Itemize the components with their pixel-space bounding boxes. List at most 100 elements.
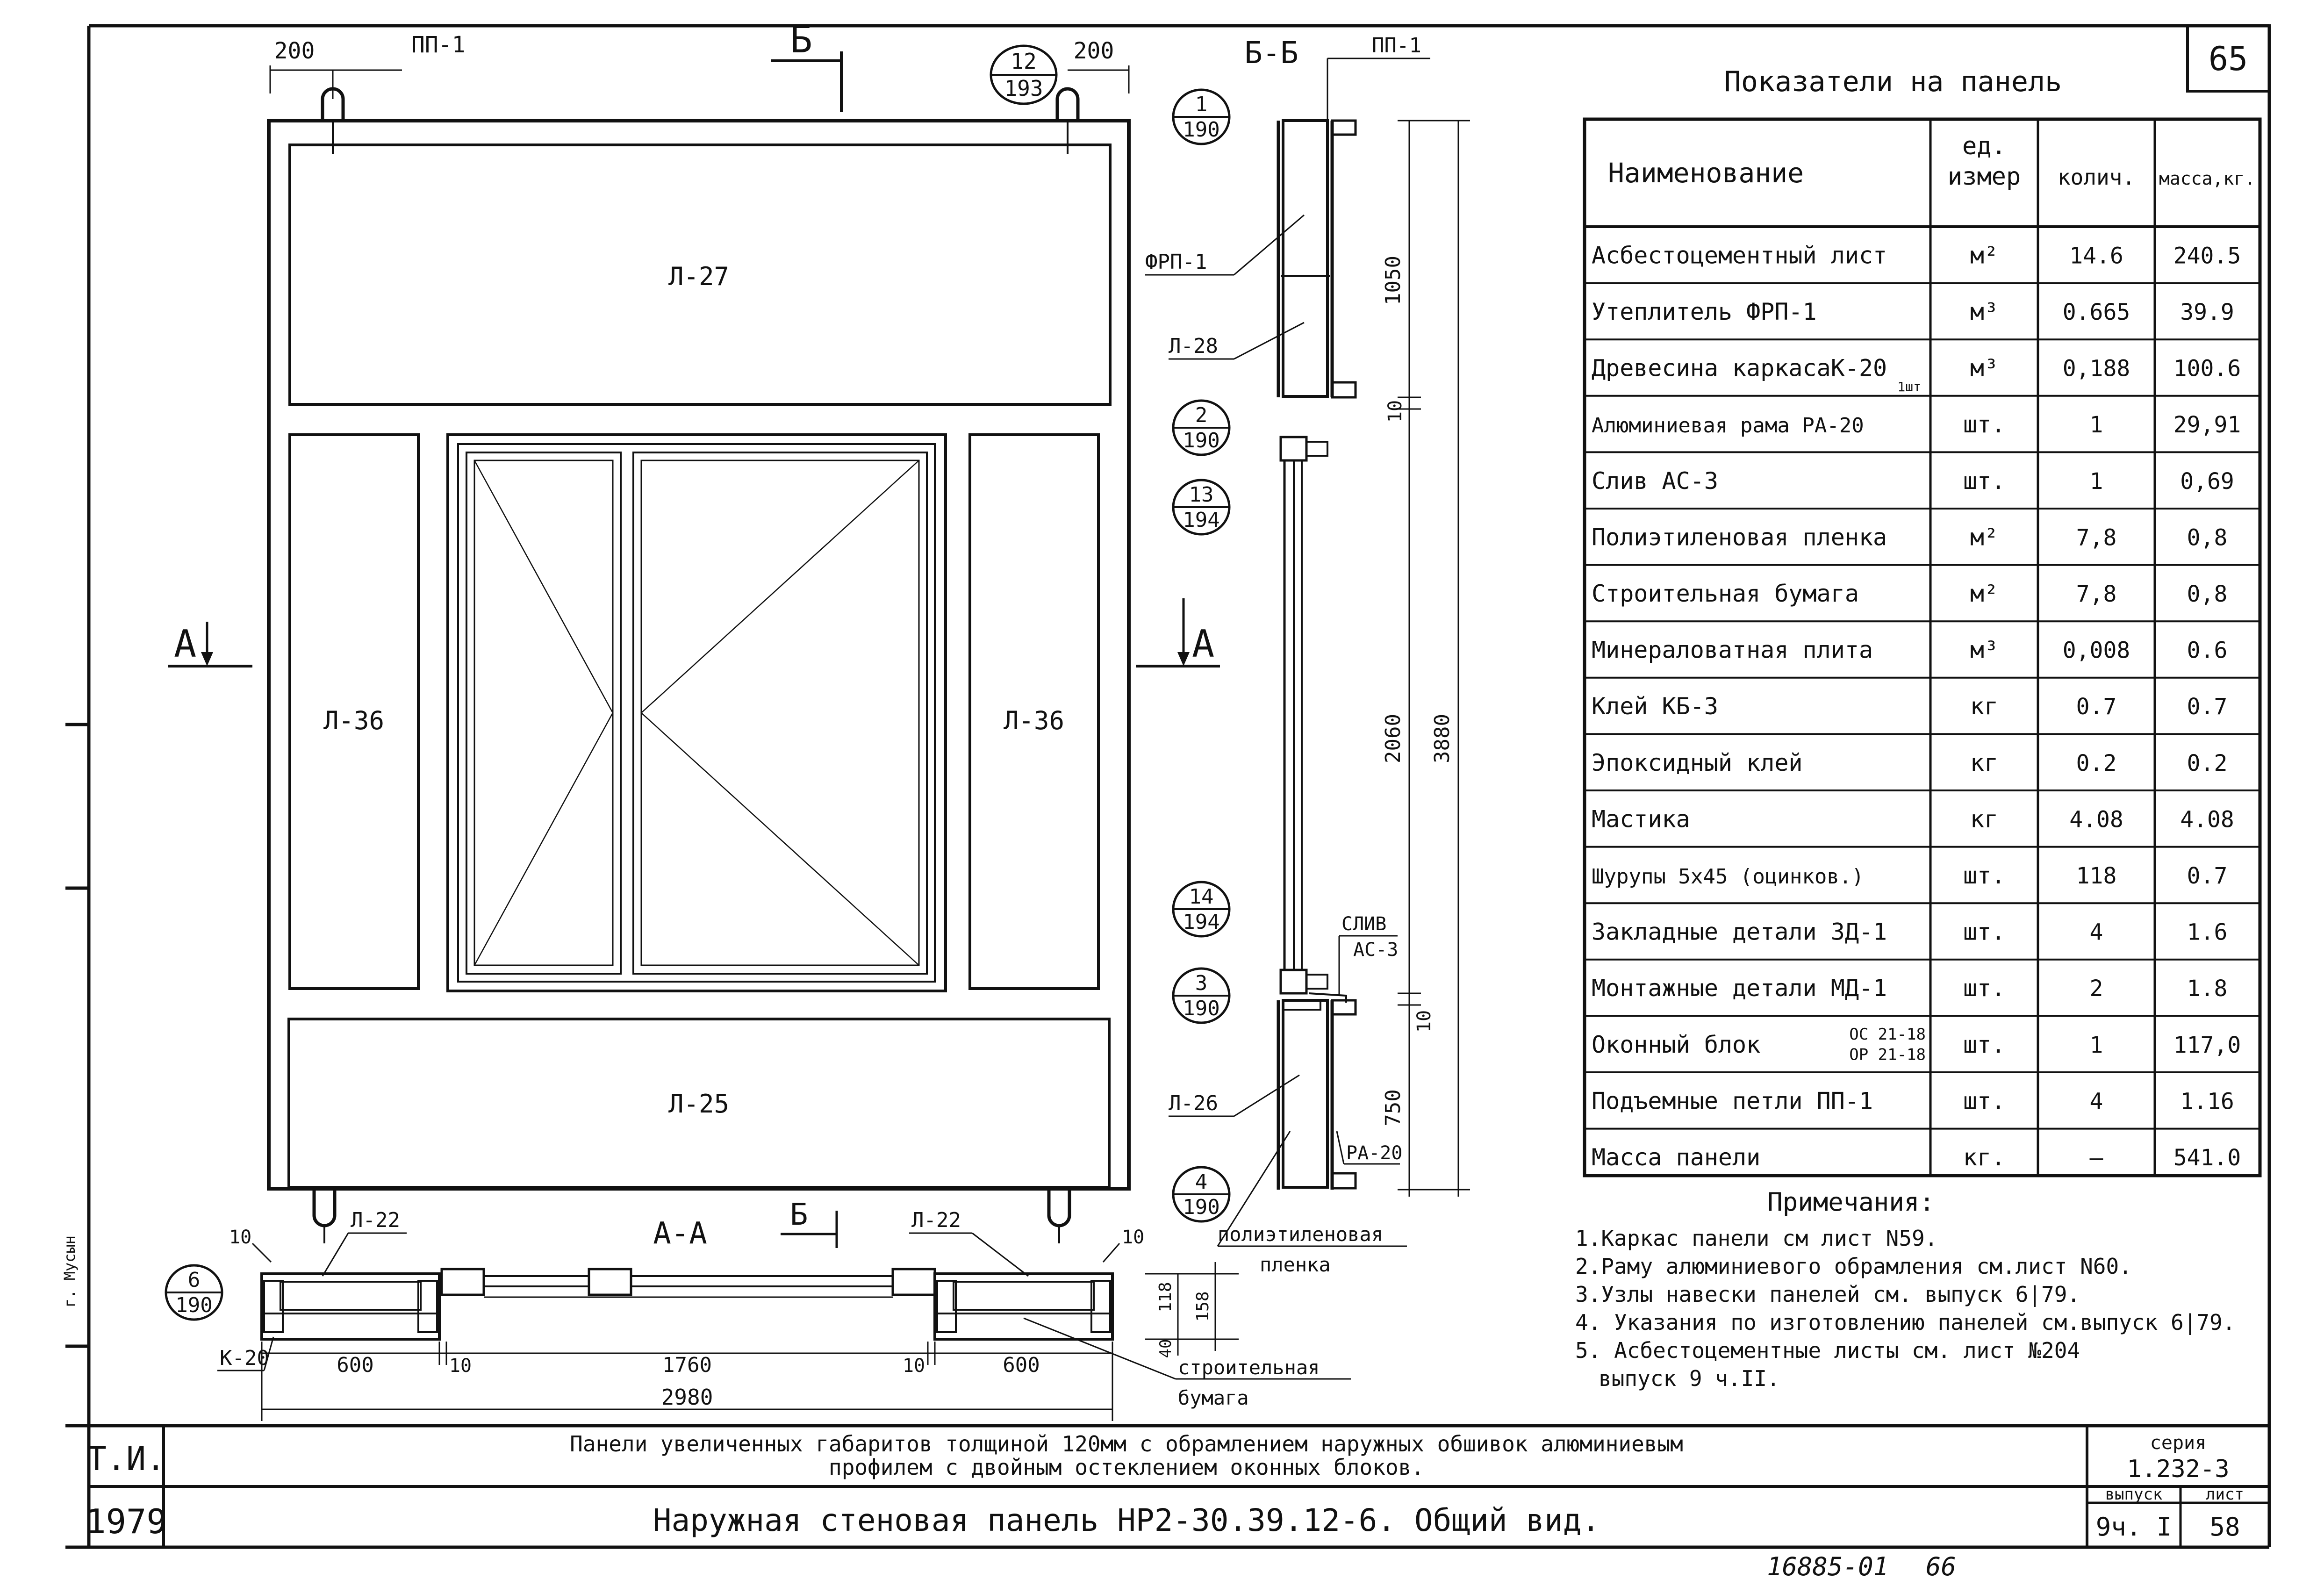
cell-mass: 0,8 [2187,524,2228,551]
note-item: 3.Узлы навески панелей см. выпуск 6|79. [1575,1282,2080,1307]
notes: Примечания: 1.Каркас панели см лист N59.… [1575,1187,2235,1391]
section-mark: Б [790,1198,808,1232]
cell-name: Строительная бумага [1592,580,1859,607]
label-k20: К-20 [220,1346,269,1370]
svg-text:190: 190 [1183,1195,1219,1219]
cell-mass: 0.7 [2187,694,2228,720]
insulation-right [953,1281,1095,1311]
cell-name: Асбестоцементный лист [1592,242,1887,269]
note-item: 2.Раму алюминиевого обрамления см.лист N… [1575,1254,2132,1279]
cell-qty: 0,188 [2063,356,2130,382]
dim-text: 1050 [1381,256,1405,305]
cell-unit: м² [1970,580,1998,607]
header-name: Наименование [1608,157,1804,189]
cell-qty: 4.08 [2069,806,2123,833]
cell-name-sub: ОС 21-18 [1849,1025,1926,1044]
section-mark: А [1192,622,1214,666]
callout: 1 190 [1172,88,1231,145]
dim-text: 2980 [661,1385,713,1410]
header-unit: ед. [1962,132,2006,160]
table-row: Клей КБ-3 кг 0.7 0.7 [1585,676,2260,720]
cell-name: Эпоксидный клей [1592,749,1803,776]
note-item: 1.Каркас панели см лист N59. [1575,1226,1937,1251]
cell-unit: шт. [1963,1031,2005,1058]
cell-mass: 0,69 [2180,468,2234,495]
label-ra20: РА-20 [1346,1142,1402,1164]
footer-page-note: 66 [1926,1552,1956,1579]
panel-l36-right [968,433,1100,990]
cell-mass: 0.2 [2187,750,2228,776]
title-block: Т.И. 1979 Панели увеличенных габаритов т… [86,1426,2269,1547]
label-l26: Л-26 [1169,1091,1218,1115]
cell-mass: 100.6 [2173,356,2241,382]
cell-unit: м³ [1970,298,1998,325]
header-unit-2: измер [1948,163,2021,191]
cell-qty: 4 [2090,1088,2103,1114]
cell-mass: 39.9 [2180,299,2234,325]
cell-name: Полиэтиленовая пленка [1592,524,1887,551]
cell-qty: 1 [2090,412,2103,438]
insulation-upper [1282,119,1329,398]
cell-unit: шт. [1963,411,2005,438]
table-title: Показатели на панель [1724,65,2062,98]
label-frp: ФРП-1 [1145,250,1207,274]
issue-value: 9ч. I [2096,1512,2172,1542]
label-sliv: СЛИВ [1341,913,1386,935]
cell-name: Слив АС-3 [1592,467,1718,495]
series-value: 1.232-3 [2127,1455,2229,1483]
dim-text: 10 [229,1227,251,1248]
callout: 2 190 [1172,399,1231,456]
dim-text: 10 [1413,1010,1435,1033]
footer-archive-number: 16885-01 [1767,1552,1888,1579]
section-mark: Б [790,18,812,61]
panel-l36-left [288,433,420,990]
dim-text: 10 [449,1355,472,1377]
callout: 4 190 [1172,1166,1231,1223]
cell-unit: кг [1970,693,1998,720]
dim-text: 10 [1122,1227,1144,1248]
cell-qty: 0.2 [2076,750,2117,776]
cell-qty: 0.7 [2076,694,2117,720]
title-header-2: профилем с двойным остеклением оконных б… [829,1455,1424,1480]
title-header-1: Панели увеличенных габаритов толщиной 12… [570,1431,1683,1457]
note-item: 5. Асбестоцементные листы см. лист №204 [1575,1338,2080,1363]
margin-text: г. Мусын [61,1235,79,1307]
callout: 6 190 [165,1264,223,1321]
callout: 14 194 [1172,881,1231,938]
cell-unit: шт. [1963,975,2005,1002]
cell-qty: — [2090,1145,2103,1171]
svg-text:12: 12 [1011,49,1036,74]
year: 1979 [86,1502,166,1541]
cell-name: Оконный блок [1592,1031,1760,1058]
sheet-frame [65,24,2271,1549]
cell-unit: м³ [1970,637,1998,664]
cell-qty: 1 [2090,468,2103,495]
label-l22: Л-22 [351,1208,400,1232]
cell-qty: 14.6 [2069,243,2123,269]
label-sliv-code: АС-3 [1353,939,1398,961]
cell-unit: шт. [1963,919,2005,946]
dim-text: 1760 [662,1353,712,1377]
window-frame-top [1279,436,1308,462]
cell-name-sub: ОР 21-18 [1849,1045,1926,1064]
section-bb: Б-Б ПП-1 ФРП-1 Л-28 СЛИВ [1145,34,1470,1276]
panel-label: Л-25 [668,1089,729,1119]
cell-name: Клей КБ-3 [1592,693,1718,720]
issue-label: выпуск [2105,1485,2163,1504]
lug-label: ПП-1 [411,32,466,58]
dim-text: 600 [337,1353,373,1377]
cell-name: Монтажные детали МД-1 [1592,975,1887,1002]
dim-text: 600 [1003,1353,1040,1377]
cell-unit: шт. [1963,1087,2005,1114]
sheet-value: 58 [2209,1512,2240,1542]
insulation-lower [1282,999,1329,1189]
cell-unit: кг. [1963,1144,2005,1171]
